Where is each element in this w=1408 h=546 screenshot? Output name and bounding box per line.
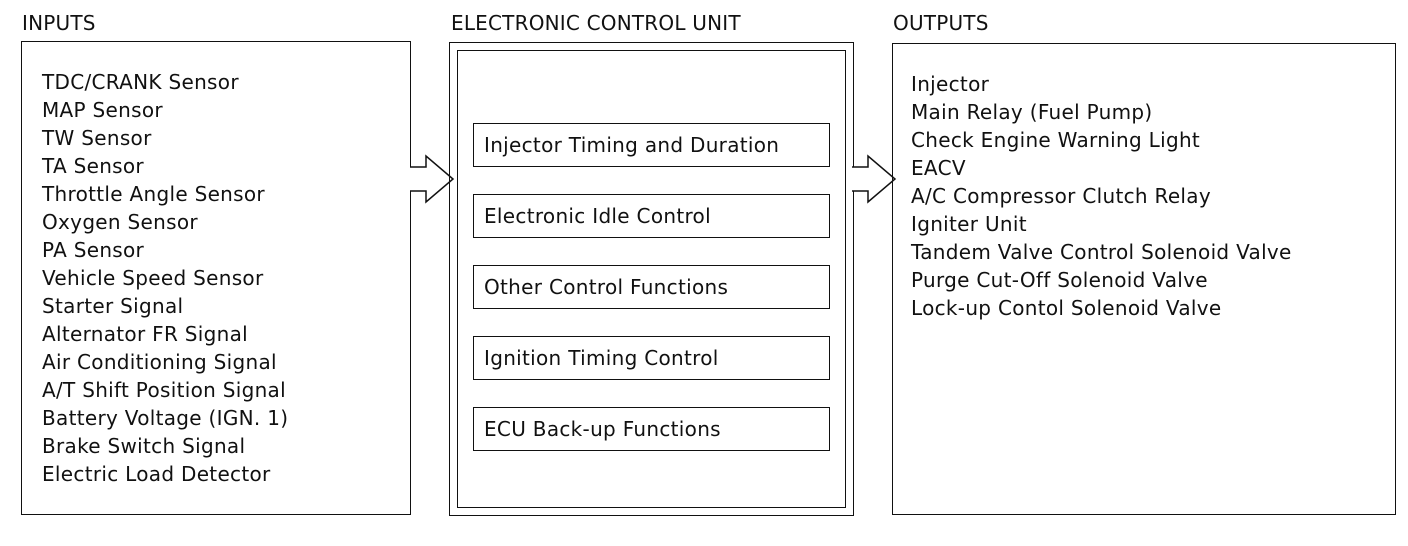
ecu-to-outputs-arrow	[852, 154, 897, 204]
ecu-function-box: Injector Timing and Duration	[473, 123, 830, 167]
input-item: MAP Sensor	[42, 98, 163, 122]
input-item: TA Sensor	[42, 154, 144, 178]
ecu-inner-panel	[457, 50, 846, 508]
outputs-panel	[892, 43, 1396, 515]
input-item: Starter Signal	[42, 294, 184, 318]
ecu-function-box: Ignition Timing Control	[473, 336, 830, 380]
ecu-heading: ELECTRONIC CONTROL UNIT	[451, 11, 741, 35]
ecu-function-box: Electronic Idle Control	[473, 194, 830, 238]
output-item: Main Relay (Fuel Pump)	[911, 100, 1153, 124]
ecu-function-box: Other Control Functions	[473, 265, 830, 309]
input-item: Air Conditioning Signal	[42, 350, 277, 374]
input-item: Oxygen Sensor	[42, 210, 198, 234]
input-item: Throttle Angle Sensor	[42, 182, 265, 206]
output-item: Check Engine Warning Light	[911, 128, 1201, 152]
input-item: Alternator FR Signal	[42, 322, 249, 346]
inputs-panel	[21, 41, 411, 515]
inputs-to-ecu-arrow	[410, 154, 455, 204]
outputs-list: Injector Main Relay (Fuel Pump) Check En…	[911, 70, 1292, 322]
output-item: A/C Compressor Clutch Relay	[911, 184, 1211, 208]
output-item: Purge Cut-Off Solenoid Valve	[911, 268, 1208, 292]
inputs-heading: INPUTS	[22, 11, 96, 35]
inputs-list: TDC/CRANK Sensor MAP Sensor TW Sensor TA…	[42, 68, 288, 488]
input-item: TW Sensor	[42, 126, 152, 150]
input-item: Electric Load Detector	[42, 462, 271, 486]
input-item: Brake Switch Signal	[42, 434, 246, 458]
output-item: Igniter Unit	[911, 212, 1027, 236]
output-item: Lock-up Contol Solenoid Valve	[911, 296, 1222, 320]
input-item: PA Sensor	[42, 238, 145, 262]
input-item: A/T Shift Position Signal	[42, 378, 286, 402]
output-item: Injector	[911, 72, 990, 96]
ecu-function-box: ECU Back-up Functions	[473, 407, 830, 451]
outputs-heading: OUTPUTS	[893, 11, 989, 35]
input-item: Battery Voltage (IGN. 1)	[42, 406, 289, 430]
output-item: EACV	[911, 156, 966, 180]
output-item: Tandem Valve Control Solenoid Valve	[911, 240, 1292, 264]
input-item: Vehicle Speed Sensor	[42, 266, 264, 290]
input-item: TDC/CRANK Sensor	[42, 70, 239, 94]
ecu-outer-panel	[449, 42, 854, 516]
